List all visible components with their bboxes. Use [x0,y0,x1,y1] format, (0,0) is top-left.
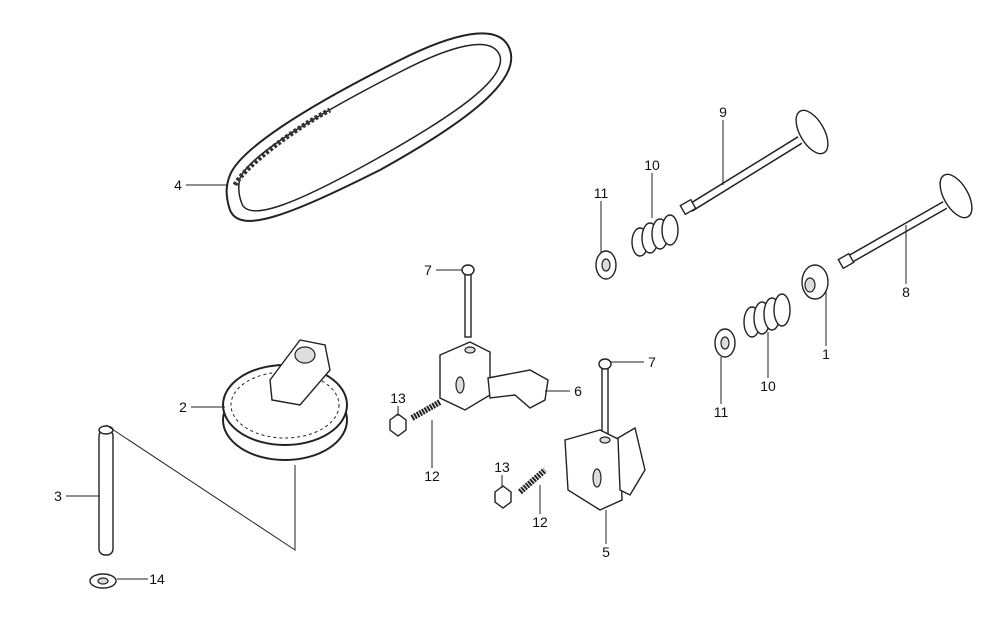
callout-7-upper: 7 [423,262,433,278]
callout-12-upper: 12 [423,468,441,484]
spring-retainer-lower [714,328,736,358]
washer [89,573,117,589]
valve-upper [679,109,829,216]
callout-3: 3 [53,488,63,504]
callout-10-lower: 10 [759,378,777,394]
callout-2: 2 [178,399,188,415]
callout-1: 1 [821,346,831,362]
spring-retainer-upper [595,250,617,280]
adjusting-screw-lower [518,467,547,495]
rocker-shaft-lower [598,358,612,437]
callout-5: 5 [601,544,611,560]
callout-9: 9 [718,104,728,120]
leader-lines [66,120,907,580]
callout-8: 8 [901,284,911,300]
camshaft-pin [98,425,114,556]
callout-7-lower: 7 [647,354,657,370]
lock-nut-lower [494,485,512,509]
callout-13-lower: 13 [493,459,511,475]
valve-spring-upper [631,214,679,257]
callout-14: 14 [148,571,166,587]
callout-6: 6 [573,383,583,399]
lock-nut-upper [389,413,407,437]
callout-11-upper: 11 [592,185,610,201]
callout-10-upper: 10 [643,157,661,173]
adjusting-screw-upper [410,399,442,421]
rocker-arm-lower [564,426,646,511]
callout-12-lower: 12 [531,514,549,530]
valve-spring-lower [743,293,791,338]
rocker-shaft-upper [461,264,475,338]
valve-lower [837,173,973,270]
callout-4: 4 [173,177,183,193]
rocker-arm-upper [439,341,549,411]
callout-13-upper: 13 [389,390,407,406]
valve-stem-seal [801,264,829,300]
camshaft-pulley [222,339,348,461]
callout-11-lower: 11 [712,404,730,420]
timing-belt [225,32,513,222]
